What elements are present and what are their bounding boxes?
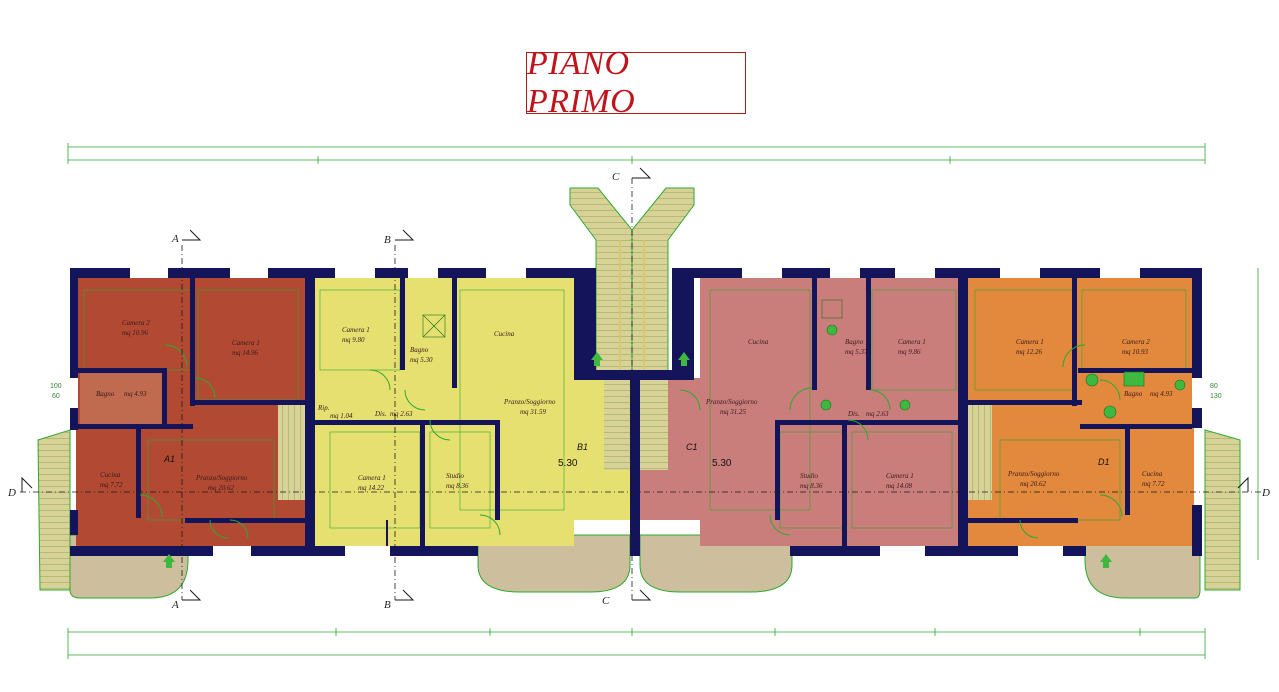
room-name: Pranzo/Soggiorno: [503, 398, 556, 406]
room-area: mq 12.26: [1016, 348, 1043, 356]
room-name: Pranzo/Soggiorno: [705, 398, 758, 406]
room-area: mq 5.30: [410, 356, 433, 364]
room-name: Camera 1: [886, 472, 914, 480]
unit-c: [640, 278, 962, 546]
apartment-tag: D1: [1098, 457, 1110, 467]
room-area: mq 5.37: [845, 348, 868, 356]
window-gaps: [70, 268, 1202, 556]
bath-a: [80, 372, 162, 424]
room-name: Bagno: [410, 346, 429, 354]
unit-d: [966, 278, 1194, 546]
room-area: mq 14.96: [232, 349, 259, 357]
room-area: mq 7.72: [1142, 480, 1165, 488]
room-area: mq 20.62: [208, 484, 235, 492]
room-area: mq 9.80: [342, 336, 365, 344]
room-name: Cucina: [100, 471, 121, 479]
door-swings: [139, 344, 1123, 539]
landing-right: [640, 380, 668, 470]
room-name: Camera 1: [358, 474, 386, 482]
room-name: Cucina: [748, 338, 769, 346]
room-area: mq 31.25: [720, 408, 747, 416]
room-area: mq 2.63: [866, 410, 889, 418]
room-name: Rip.: [317, 404, 330, 412]
room-name: Camera 1: [1016, 338, 1044, 346]
section-label: B: [384, 234, 391, 246]
room-area: mq 2.63: [390, 410, 413, 418]
room-name: Bagno: [1124, 390, 1143, 398]
room-area: mq 10.96: [122, 329, 149, 337]
room-name: Camera 1: [898, 338, 926, 346]
apartment-tag: C1: [686, 442, 698, 452]
room-name: Pranzo/Soggiorno: [195, 474, 248, 482]
room-name: Camera 1: [232, 339, 260, 347]
room-labels: Camera 2 mq 10.96 Camera 1 mq 14.96 Bagn…: [96, 319, 1173, 492]
room-name: Bagno: [96, 390, 115, 398]
section-label: A: [171, 233, 179, 245]
fixtures: [422, 299, 1186, 419]
entrance-arrows: [163, 352, 1112, 568]
room-name: Camera 1: [342, 326, 370, 334]
room-name: Studio: [800, 472, 818, 480]
room-area: mq 8.36: [800, 482, 823, 490]
room-area: mq 4.93: [1150, 390, 1173, 398]
floor-level: 5.30: [712, 458, 732, 469]
room-name: Cucina: [1142, 470, 1163, 478]
room-name: Pranzo/Soggiorno: [1007, 470, 1060, 478]
side-dim: 130: [1210, 393, 1222, 400]
room-name: Bagno: [845, 338, 864, 346]
apartment-tag: A1: [163, 454, 175, 464]
internal-stair-a: [278, 405, 305, 500]
room-area: mq 20.62: [1020, 480, 1047, 488]
dimension-lines: [67, 143, 1259, 659]
section-label: D: [1261, 487, 1270, 499]
title-box: PIANO PRIMO: [526, 45, 746, 120]
room-area: mq 1.04: [330, 412, 353, 420]
room-area: mq 9.86: [898, 348, 921, 356]
side-dim: 80: [1210, 383, 1218, 390]
room-area: mq 31.59: [520, 408, 547, 416]
side-dim: 100: [50, 383, 62, 390]
section-label: C: [602, 595, 610, 607]
side-stairs: [37, 429, 1241, 591]
apartment-tag: B1: [577, 442, 588, 452]
page-title: PIANO PRIMO: [527, 45, 636, 120]
room-name: Dis.: [847, 410, 860, 418]
room-area: mq 4.93: [124, 390, 147, 398]
room-name: Camera 2: [1122, 338, 1150, 346]
internal-stair-d: [966, 405, 992, 500]
interior-walls: [78, 278, 1192, 546]
section-labels: A A B B C C D D: [7, 171, 1270, 611]
section-label: A: [171, 599, 179, 611]
section-label: B: [384, 599, 391, 611]
section-lines: [20, 178, 1265, 600]
section-label: D: [7, 487, 16, 499]
room-area: mq 8.36: [446, 482, 469, 490]
section-arrows: [21, 167, 1249, 601]
room-area: mq 7.72: [100, 481, 123, 489]
floor-level: 5.30: [558, 458, 578, 469]
room-name: Dis.: [374, 410, 387, 418]
room-name: Camera 2: [122, 319, 150, 327]
side-dim: 60: [52, 393, 60, 400]
room-area: mq 14.22: [358, 484, 385, 492]
room-name: Studio: [446, 472, 464, 480]
section-label: C: [612, 171, 620, 183]
room-name: Cucina: [494, 330, 515, 338]
room-area: mq 10.93: [1122, 348, 1149, 356]
room-area: mq 14.08: [886, 482, 913, 490]
landing-left: [604, 380, 632, 470]
